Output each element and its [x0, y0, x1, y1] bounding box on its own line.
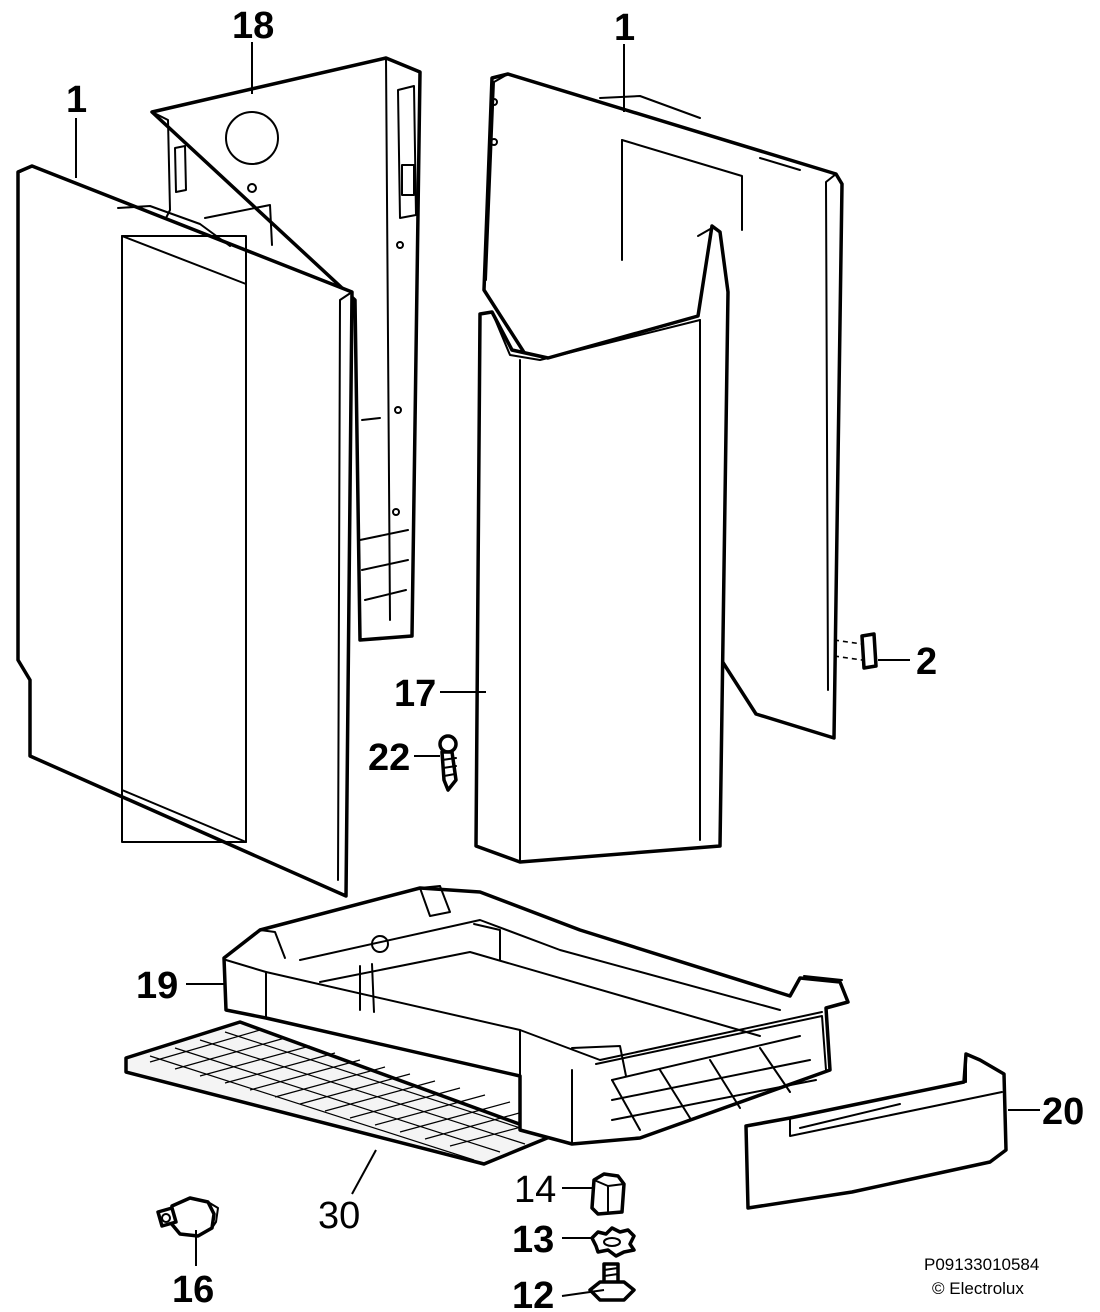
copyright-text: © Electrolux [932, 1279, 1024, 1298]
callout-13: 13 [512, 1219, 554, 1261]
callout-18: 18 [232, 5, 274, 47]
part-19-base-frame [222, 885, 850, 1146]
leader-lines [75, 42, 1040, 1297]
part-20-front-plinth [744, 1052, 1008, 1210]
callout-1-left: 1 [66, 79, 87, 121]
part-18-rear-panel [150, 56, 422, 642]
part-13-washer [590, 1226, 636, 1258]
part-30-filter-grid [124, 1020, 554, 1166]
callout-22: 22 [368, 737, 410, 779]
callout-16: 16 [172, 1269, 214, 1311]
part-12-foot [588, 1262, 636, 1302]
part-2-clip [833, 632, 878, 670]
callout-19: 19 [136, 965, 178, 1007]
callout-17: 17 [394, 673, 436, 715]
callout-1-right: 1 [614, 7, 635, 49]
callout-20: 20 [1042, 1091, 1084, 1133]
part-16-damper [156, 1196, 219, 1238]
part-1-left-side-panel [16, 164, 354, 898]
callout-14: 14 [514, 1169, 556, 1211]
part-22-screw [438, 734, 458, 792]
callout-12: 12 [512, 1275, 554, 1312]
callout-2: 2 [916, 641, 937, 683]
callout-30: 30 [318, 1195, 360, 1237]
part-14-spacer [590, 1172, 626, 1216]
part-17-front-cover [474, 224, 730, 864]
drawing-code: P09133010584 [924, 1255, 1039, 1274]
